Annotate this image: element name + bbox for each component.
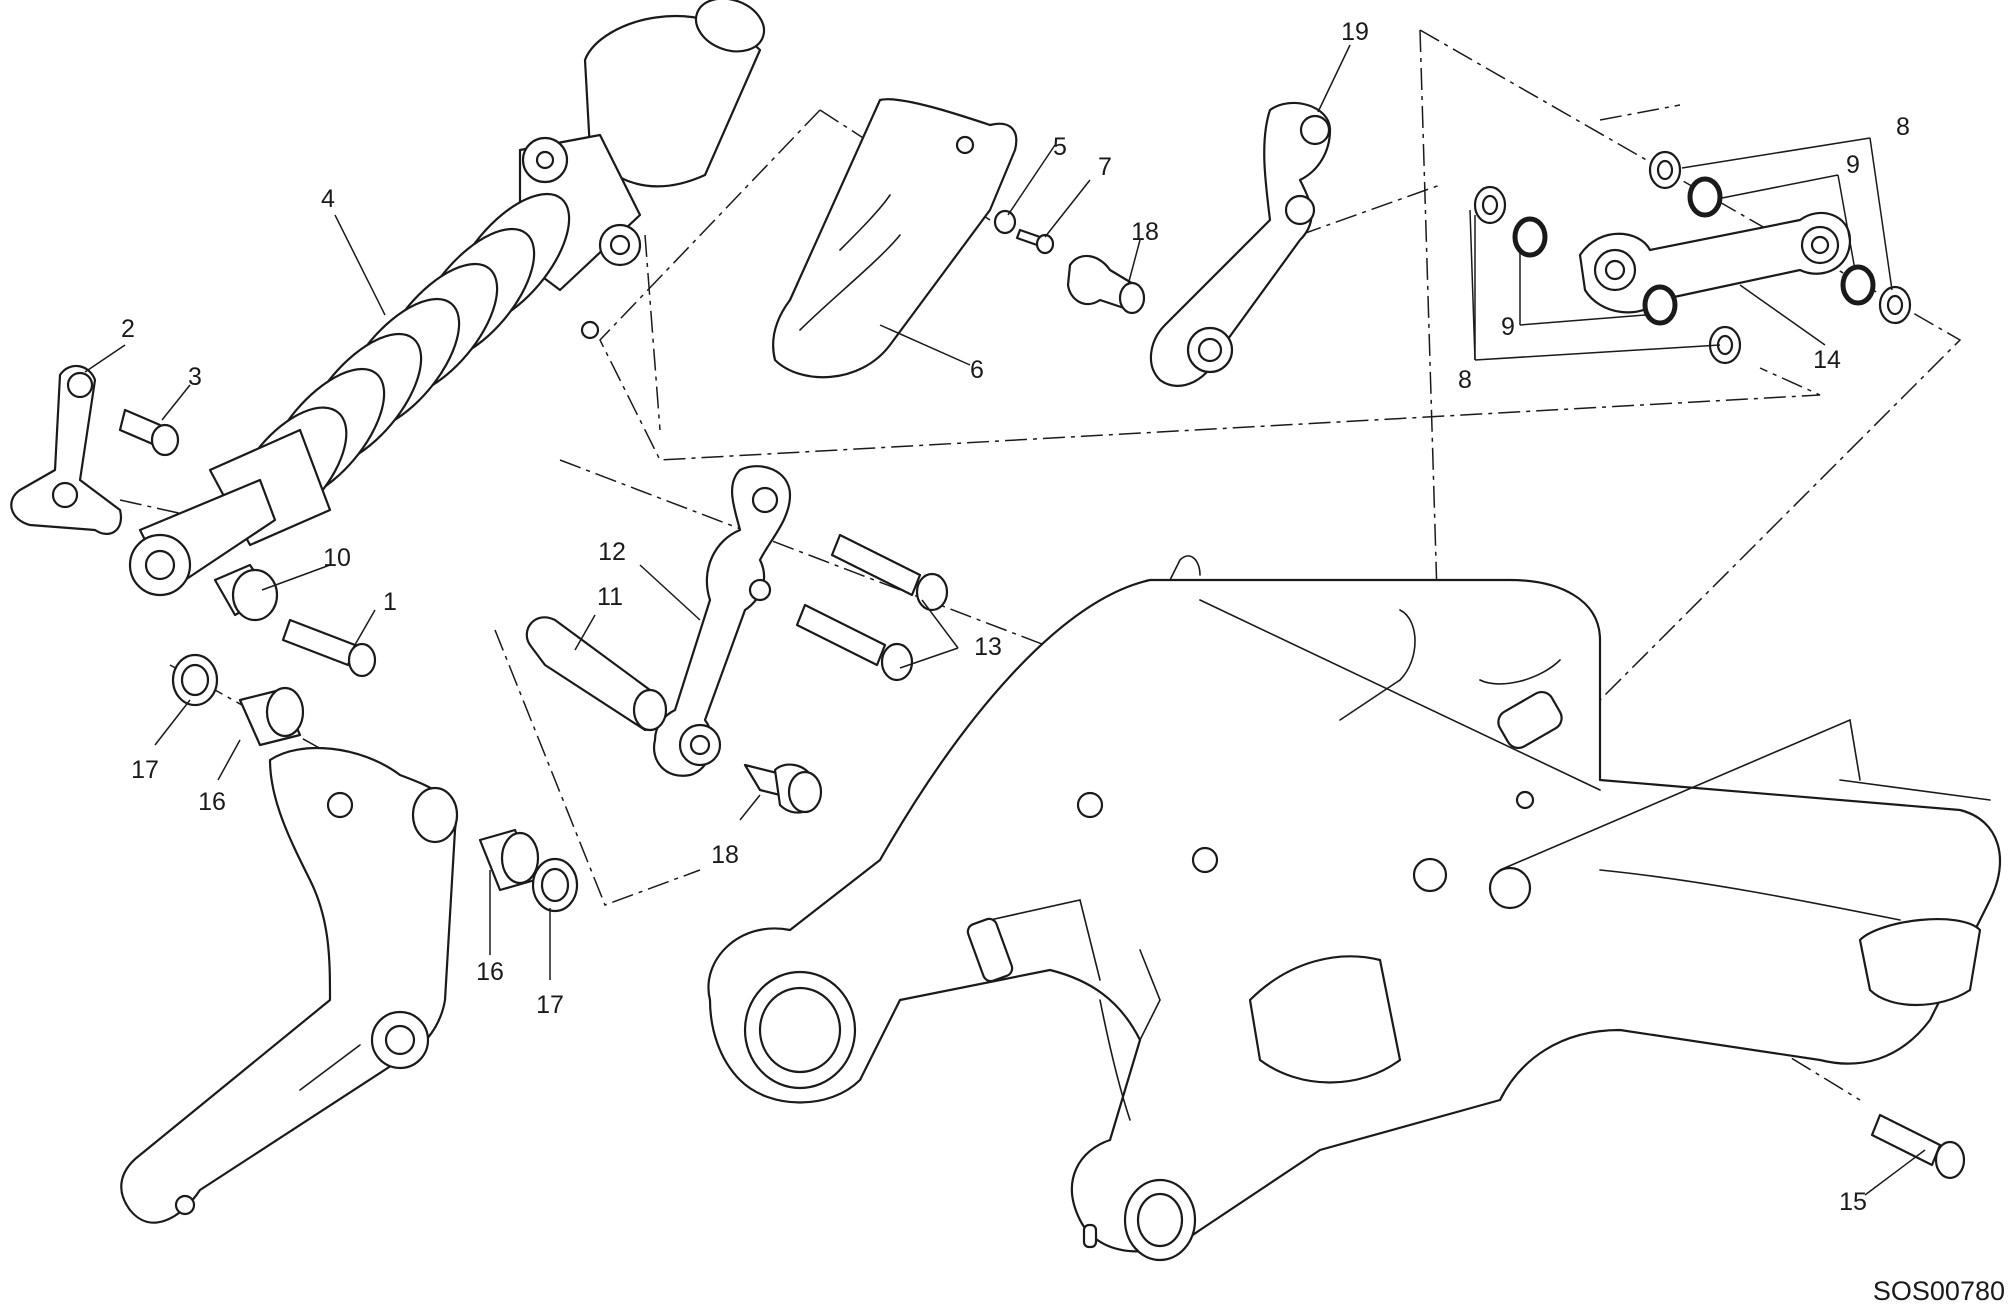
callout-10: 10 — [323, 544, 351, 572]
callout-9-top: 9 — [1846, 151, 1860, 179]
linkage-bolt-13-lower — [795, 603, 914, 682]
swingarm — [707, 555, 2002, 1262]
linkage-spacer — [525, 616, 668, 732]
frame-link-lever — [120, 746, 459, 1224]
linkage-bolt-13-upper — [830, 533, 949, 612]
tie-rod-link — [1578, 211, 1852, 314]
drawing-code: SOS00780 — [1873, 1276, 2005, 1306]
callout-leaders — [84, 44, 1926, 1196]
washer-8-c — [1878, 285, 1912, 325]
linkage-plate — [652, 465, 792, 777]
callout-3: 3 — [188, 363, 202, 391]
callout-17-right: 17 — [536, 991, 564, 1019]
callout-1: 1 — [383, 588, 397, 616]
callout-labels: 1 2 3 4 5 6 7 8 8 9 9 10 11 12 13 14 15 … — [121, 18, 1910, 1216]
callout-12: 12 — [598, 538, 626, 566]
link-pin-bolt-lower — [743, 763, 823, 814]
callout-16-right: 16 — [476, 958, 504, 986]
callout-6: 6 — [970, 356, 984, 384]
heel-guard-screw — [1015, 228, 1055, 255]
callout-2: 2 — [121, 315, 135, 343]
shock-spacer-bush — [213, 563, 279, 622]
callout-4: 4 — [321, 185, 335, 213]
o-ring-9-a — [1687, 176, 1723, 218]
o-ring-9-b — [1512, 216, 1548, 258]
link-pin-bolt-upper — [1066, 254, 1146, 315]
callout-17-left: 17 — [131, 756, 159, 784]
heel-guard — [772, 98, 1018, 379]
callout-14: 14 — [1813, 346, 1841, 374]
callout-7: 7 — [1098, 153, 1112, 181]
callout-19: 19 — [1341, 18, 1369, 46]
bush-left — [238, 686, 305, 747]
o-ring-9-d — [1642, 284, 1678, 326]
bush-right — [478, 828, 540, 892]
callout-15: 15 — [1839, 1188, 1867, 1216]
callout-11: 11 — [597, 583, 623, 611]
callout-9-bottom: 9 — [1501, 313, 1515, 341]
washer-8-b — [1473, 185, 1507, 225]
rear-shock-absorber — [128, 0, 766, 597]
callout-16-left: 16 — [198, 788, 226, 816]
heel-guard-washer — [993, 209, 1017, 235]
bracket-bolt — [118, 408, 180, 457]
seal-ring-left — [171, 653, 219, 707]
o-ring-9-c — [1840, 264, 1876, 306]
seal-ring-right — [531, 857, 579, 913]
shock-lower-bolt — [281, 618, 377, 678]
callout-18-lower: 18 — [711, 841, 739, 869]
washer-8-a — [1648, 150, 1682, 190]
callout-18-upper: 18 — [1131, 218, 1159, 246]
callout-13: 13 — [974, 633, 1002, 661]
callout-8-bottom: 8 — [1458, 366, 1472, 394]
swingarm-bolt — [1870, 1113, 1966, 1180]
callout-5: 5 — [1053, 133, 1067, 161]
callout-8-top: 8 — [1896, 113, 1910, 141]
suspension-rocker — [1149, 101, 1332, 387]
shock-mount-bracket — [10, 364, 123, 535]
